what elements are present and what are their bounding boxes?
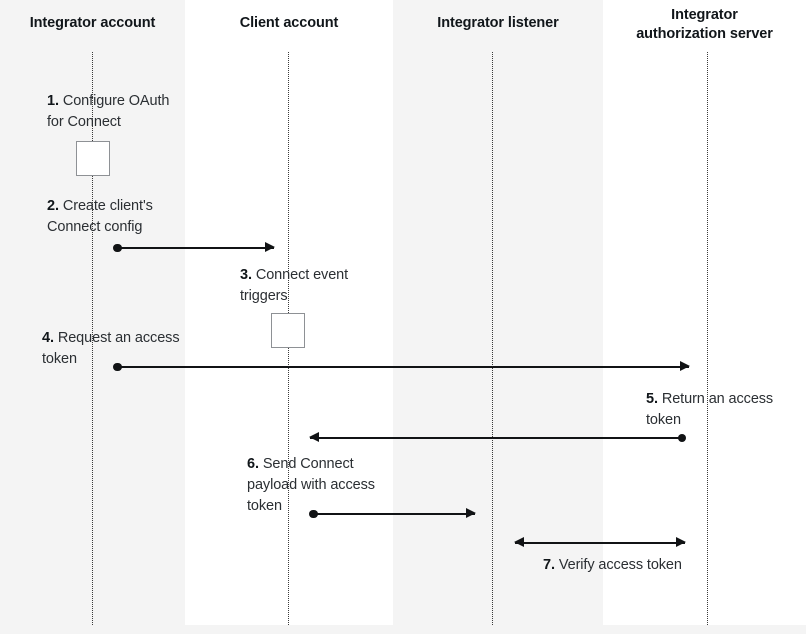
column-header-line-2: authorization server [636, 26, 773, 42]
step-1-text: Configure OAuth for Connect [47, 93, 170, 130]
arrow-head-right-icon [676, 537, 686, 548]
activation-box-step-3 [271, 313, 305, 348]
step-2-number: 2. [47, 198, 59, 214]
step-1-label: 1. Configure OAuth for Connect [47, 91, 187, 133]
column-band-integrator-authorization-server [603, 0, 806, 625]
step-3-number: 3. [240, 267, 252, 283]
step-5-number: 5. [646, 391, 658, 407]
message-arrow-step-5 [309, 432, 686, 444]
step-2-text: Create client's Connect config [47, 198, 153, 235]
step-5-label: 5. Return an access token [646, 389, 791, 431]
bottom-strip [0, 625, 806, 634]
arrow-origin-dot [113, 243, 122, 253]
column-band-integrator-listener [393, 0, 603, 625]
column-band-client-account [185, 0, 393, 625]
lifeline-integrator-account [92, 52, 93, 625]
message-arrow-step-7 [514, 537, 686, 549]
arrow-origin-dot [677, 433, 686, 443]
step-5-text: Return an access token [646, 391, 774, 428]
step-3-text: Connect event triggers [240, 267, 349, 304]
step-6-text: Send Connect payload with access token [247, 456, 375, 514]
arrow-shaft [114, 366, 689, 368]
column-header-line-1: Integrator [671, 7, 738, 23]
step-4-text: Request an access token [42, 330, 180, 367]
arrow-head-right-icon [680, 361, 690, 372]
activation-box-step-1 [76, 141, 110, 176]
step-4-label: 4. Request an access token [42, 328, 192, 370]
arrow-head-left-icon [514, 537, 524, 548]
step-2-label: 2. Create client's Connect config [47, 196, 192, 238]
column-header-integrator-account: Integrator account [29, 15, 156, 31]
arrow-head-left-icon [309, 432, 319, 443]
step-4-number: 4. [42, 330, 54, 346]
column-header-integrator-listener: Integrator listener [437, 15, 559, 31]
step-6-label: 6. Send Connect payload with access toke… [247, 454, 392, 517]
arrow-shaft [515, 542, 685, 544]
message-arrow-step-6 [309, 508, 476, 520]
lifeline-integrator-authorization-server [707, 52, 708, 625]
message-arrow-step-2 [113, 242, 275, 254]
step-7-text: Verify access token [558, 557, 682, 573]
step-1-number: 1. [47, 93, 59, 109]
arrow-head-right-icon [265, 242, 275, 253]
step-3-label: 3. Connect event triggers [240, 265, 390, 307]
column-header-client-account: Client account [239, 15, 339, 31]
step-6-number: 6. [247, 456, 259, 472]
arrow-origin-dot [113, 362, 122, 372]
step-7-label: 7. Verify access token [543, 555, 693, 576]
message-arrow-step-4 [113, 361, 690, 373]
arrow-shaft [310, 513, 475, 515]
lifeline-integrator-listener [492, 52, 493, 625]
arrow-head-right-icon [466, 508, 476, 519]
arrow-shaft [310, 437, 685, 439]
arrow-shaft [114, 247, 274, 249]
arrow-origin-dot [309, 509, 318, 519]
column-header-integrator-authorization-server: Integrator authorization server [603, 6, 806, 44]
step-7-number: 7. [543, 557, 555, 573]
